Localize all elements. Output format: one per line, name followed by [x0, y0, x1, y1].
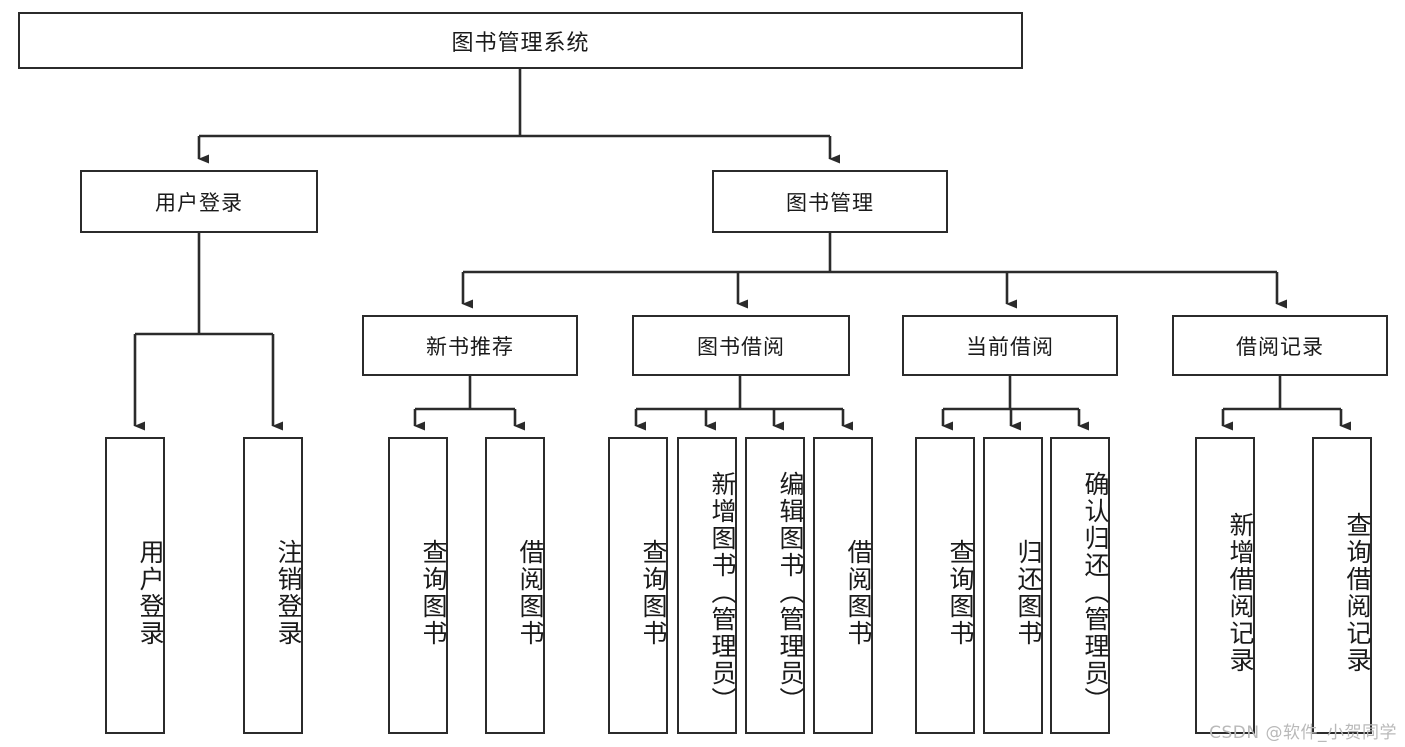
node-label: 注销登录 — [274, 538, 303, 647]
node-leaf-7[interactable]: 借阅图书 — [813, 437, 873, 734]
node-label: 查询图书 — [419, 538, 448, 647]
node-label: 用户登录 — [136, 538, 165, 647]
node-label: 新增图书（管理员） — [708, 471, 737, 714]
node-label: 查询借阅记录 — [1343, 511, 1372, 674]
node-label: 图书借阅 — [697, 334, 785, 359]
node-label: 用户登录 — [155, 190, 243, 215]
node-label: 编辑图书（管理员） — [776, 471, 805, 714]
node-level3-2[interactable]: 当前借阅 — [902, 315, 1118, 376]
node-level2-1[interactable]: 图书管理 — [712, 170, 948, 233]
node-leaf-11[interactable]: 新增借阅记录 — [1195, 437, 1255, 734]
node-level3-1[interactable]: 图书借阅 — [632, 315, 850, 376]
node-label: 确认归还（管理员） — [1081, 471, 1110, 714]
node-label: 归还图书 — [1014, 538, 1043, 647]
node-leaf-9[interactable]: 归还图书 — [983, 437, 1043, 734]
node-label: 图书管理系统 — [451, 30, 590, 56]
node-leaf-5[interactable]: 新增图书（管理员） — [677, 437, 737, 734]
node-leaf-10[interactable]: 确认归还（管理员） — [1050, 437, 1110, 734]
node-root-图书管理系统[interactable]: 图书管理系统 — [18, 12, 1023, 69]
node-leaf-12[interactable]: 查询借阅记录 — [1312, 437, 1372, 734]
node-leaf-1[interactable]: 注销登录 — [243, 437, 303, 734]
node-level3-0[interactable]: 新书推荐 — [362, 315, 578, 376]
node-label: 借阅图书 — [516, 538, 545, 647]
node-leaf-0[interactable]: 用户登录 — [105, 437, 165, 734]
node-label: 图书管理 — [786, 190, 874, 215]
node-label: 借阅记录 — [1236, 334, 1324, 359]
node-leaf-6[interactable]: 编辑图书（管理员） — [745, 437, 805, 734]
node-leaf-3[interactable]: 借阅图书 — [485, 437, 545, 734]
node-level2-0[interactable]: 用户登录 — [80, 170, 318, 233]
node-label: 查询图书 — [639, 538, 668, 647]
node-label: 借阅图书 — [844, 538, 873, 647]
csdn-watermark: CSDN @软件_小贺同学 — [1209, 723, 1397, 743]
node-label: 当前借阅 — [966, 334, 1054, 359]
node-leaf-4[interactable]: 查询图书 — [608, 437, 668, 734]
node-label: 新增借阅记录 — [1226, 511, 1255, 674]
node-label: 查询图书 — [946, 538, 975, 647]
node-label: 新书推荐 — [426, 334, 514, 359]
node-leaf-8[interactable]: 查询图书 — [915, 437, 975, 734]
node-leaf-2[interactable]: 查询图书 — [388, 437, 448, 734]
node-level3-3[interactable]: 借阅记录 — [1172, 315, 1388, 376]
